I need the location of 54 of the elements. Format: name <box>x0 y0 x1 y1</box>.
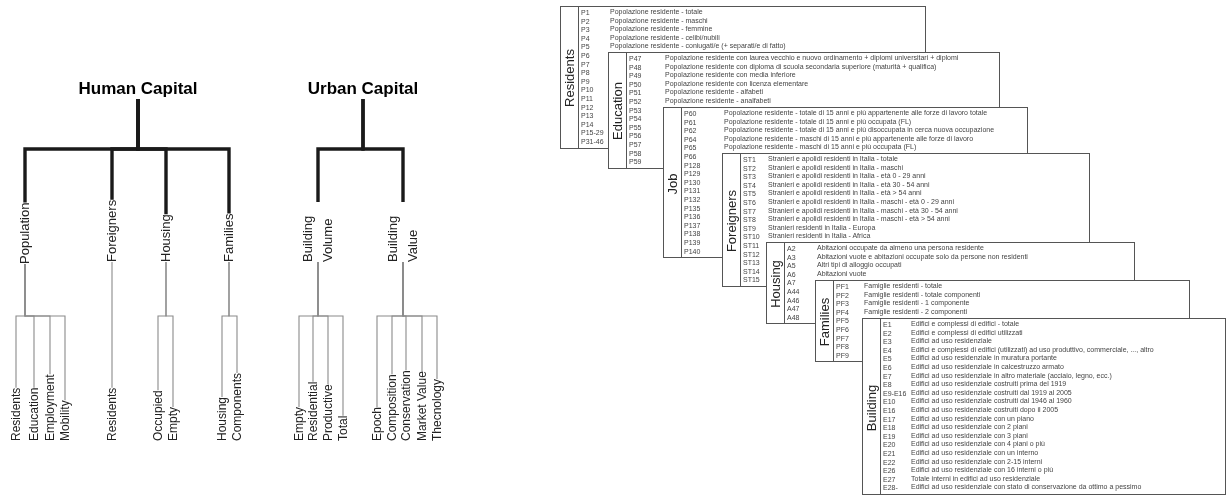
description-panel <box>608 6 926 52</box>
card-title: Building <box>863 384 879 431</box>
code-column <box>663 107 722 259</box>
leaf-label: Productive <box>321 384 335 441</box>
card-title: Job <box>664 173 680 195</box>
code-column <box>722 153 766 287</box>
category-label: Housing <box>158 214 174 262</box>
leaf-label: Employment <box>43 374 57 441</box>
leaf-label: Empty <box>292 407 306 441</box>
leaf-label: Epoch <box>370 406 384 441</box>
card-title: Foreigners <box>723 189 739 253</box>
tree-connector <box>165 261 174 408</box>
code-column <box>560 6 608 149</box>
category-label: Foreigners <box>104 199 120 262</box>
tree-heading: Urban Capital <box>307 79 419 99</box>
card-title: Education <box>609 82 625 141</box>
leaf-label: Thecnology <box>430 378 444 441</box>
card-title: Housing <box>767 260 783 309</box>
tree-connector <box>317 261 344 417</box>
leaf-label: Mobility <box>58 400 72 441</box>
leaf-label: Market Value <box>415 371 429 441</box>
tree-connector <box>402 261 438 380</box>
leaf-label: Occupied <box>151 390 165 441</box>
tree-connector <box>228 261 238 374</box>
card-title: Families <box>816 298 832 347</box>
leaf-label: Components <box>230 372 244 441</box>
leaf-label: Residents <box>105 387 119 441</box>
category-label: Families <box>221 213 237 262</box>
description-panel <box>663 52 1000 107</box>
description-panel <box>862 280 1190 318</box>
leaf-label: Total <box>336 415 350 441</box>
leaf-label: Residents <box>9 387 23 441</box>
category-label: Building Volume <box>298 202 338 262</box>
tree-connector <box>24 263 66 401</box>
leaf-label: Education <box>27 387 41 441</box>
leaf-label: Residential <box>306 381 320 441</box>
description-panel <box>766 153 1090 242</box>
tree-heading: Human Capital <box>78 79 198 99</box>
description-panel <box>722 107 1028 153</box>
tree-connector <box>111 261 113 389</box>
category-label: Population <box>17 202 33 264</box>
leaf-label: Housing <box>215 396 229 441</box>
description-panel <box>815 242 1135 280</box>
tree-connector <box>361 99 405 202</box>
code-column <box>862 318 909 495</box>
category-label: Building Value <box>383 202 423 262</box>
description-panel <box>909 318 1226 495</box>
card-title: Residents <box>561 49 577 108</box>
code-column <box>608 52 663 169</box>
code-column <box>766 242 815 325</box>
code-column <box>815 280 862 363</box>
leaf-label: Conservation <box>399 370 413 441</box>
leaf-label: Composition <box>385 374 399 441</box>
leaf-label: Empty <box>166 407 180 441</box>
